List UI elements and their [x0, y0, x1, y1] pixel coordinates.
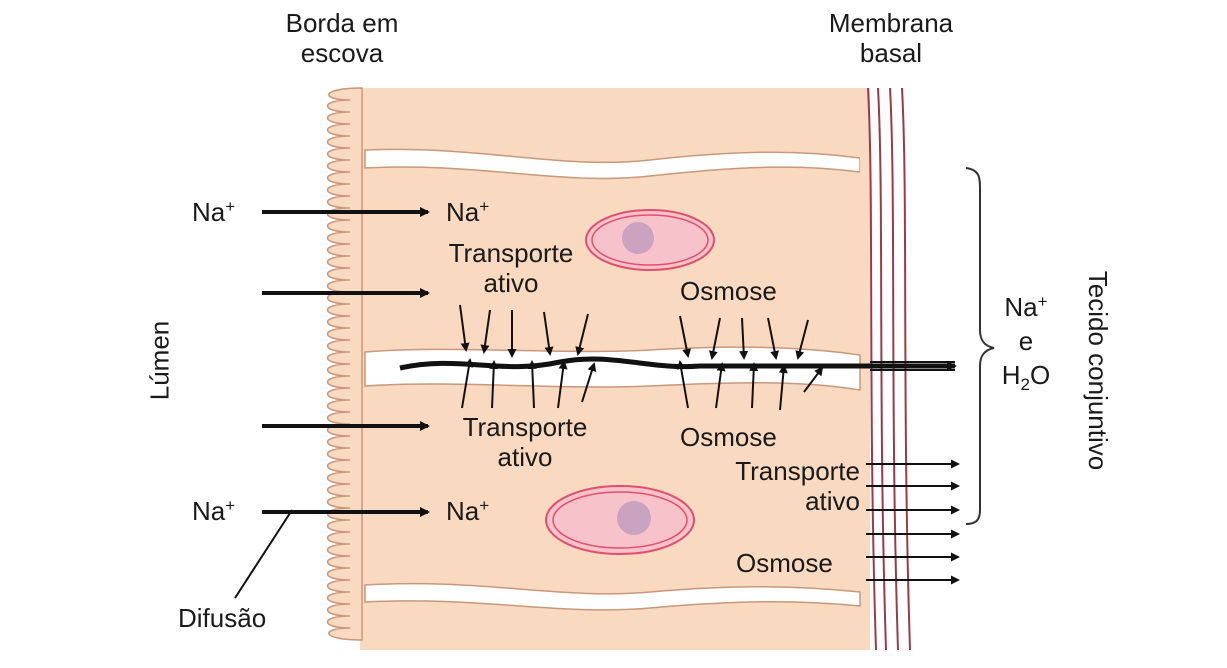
nucleus-lower: [545, 485, 695, 555]
label-active-transport-basal: Transporte ativo: [735, 456, 860, 516]
label-connective-tissue: Tecido conjuntivo: [1083, 270, 1114, 471]
small-arrows-up: [461, 358, 824, 411]
curly-brace: [965, 167, 995, 525]
label-osmosis-middle: Osmose: [680, 422, 777, 452]
basement-membrane-lines: [867, 87, 911, 651]
label-diffusion: Difusão: [178, 603, 267, 633]
label-na-cell-upper: Na+: [446, 197, 490, 227]
label-na-lumen-upper: Na+: [192, 197, 236, 227]
brush-border: [327, 87, 363, 641]
label-osmosis-basal: Osmose: [736, 548, 833, 578]
label-na-lumen-lower: Na+: [192, 496, 236, 526]
epithelial-cells: [327, 87, 870, 650]
label-active-transport-upper: Transporte ativo: [448, 238, 574, 298]
nucleus-upper: [585, 209, 715, 271]
diffusion-pointer: [234, 509, 293, 599]
label-basement-membrane: Membrana basal: [828, 8, 954, 68]
label-lumen: Lúmen: [144, 320, 175, 401]
label-na-cell-lower: Na+: [446, 496, 490, 526]
label-active-transport-lower: Transporte ativo: [462, 412, 588, 472]
small-arrows-down: [459, 304, 809, 360]
label-osmosis-upper: Osmose: [680, 276, 777, 306]
label-brush-border: Borda em escova: [285, 8, 399, 68]
label-na-and-water: Na+ e H2O: [1001, 292, 1051, 394]
basolateral-arrows: [866, 459, 960, 585]
